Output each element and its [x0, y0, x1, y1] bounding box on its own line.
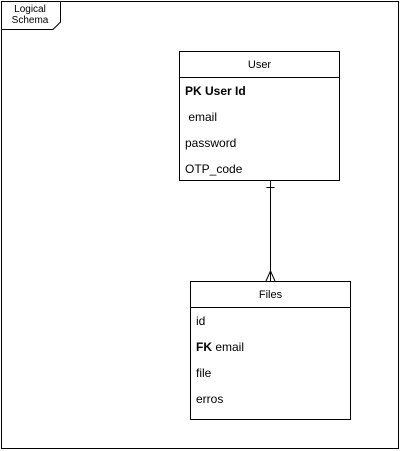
attribute-label: file: [196, 366, 212, 380]
attribute-label: password: [185, 136, 237, 150]
pk-marker: PK: [185, 84, 202, 98]
attribute-row: PK User Id: [180, 78, 339, 104]
attribute-row: email: [180, 104, 339, 130]
attribute-label: email: [185, 110, 218, 124]
entity-title: Files: [191, 282, 350, 308]
attribute-label: id: [196, 314, 206, 328]
attribute-label: erros: [196, 392, 224, 406]
attribute-row: erros: [191, 386, 350, 412]
attribute-label: User Id: [201, 84, 246, 98]
attribute-row: file: [191, 360, 350, 386]
attribute-label: email: [212, 340, 245, 354]
attribute-row: password: [180, 130, 339, 156]
entity-title: User: [180, 52, 339, 78]
frame-label-tab: [1, 1, 61, 30]
fk-marker: FK: [196, 340, 212, 354]
attribute-row: OTP_code: [180, 156, 339, 182]
attribute-label: OTP_code: [185, 162, 243, 176]
entity-files[interactable]: Files id FK email file erros: [190, 281, 351, 420]
attribute-row: FK email: [191, 334, 350, 360]
attribute-row: id: [191, 308, 350, 334]
frame-label: Logical Schema: [11, 4, 49, 26]
entity-user[interactable]: User PK User Id email password OTP_code: [179, 51, 340, 181]
